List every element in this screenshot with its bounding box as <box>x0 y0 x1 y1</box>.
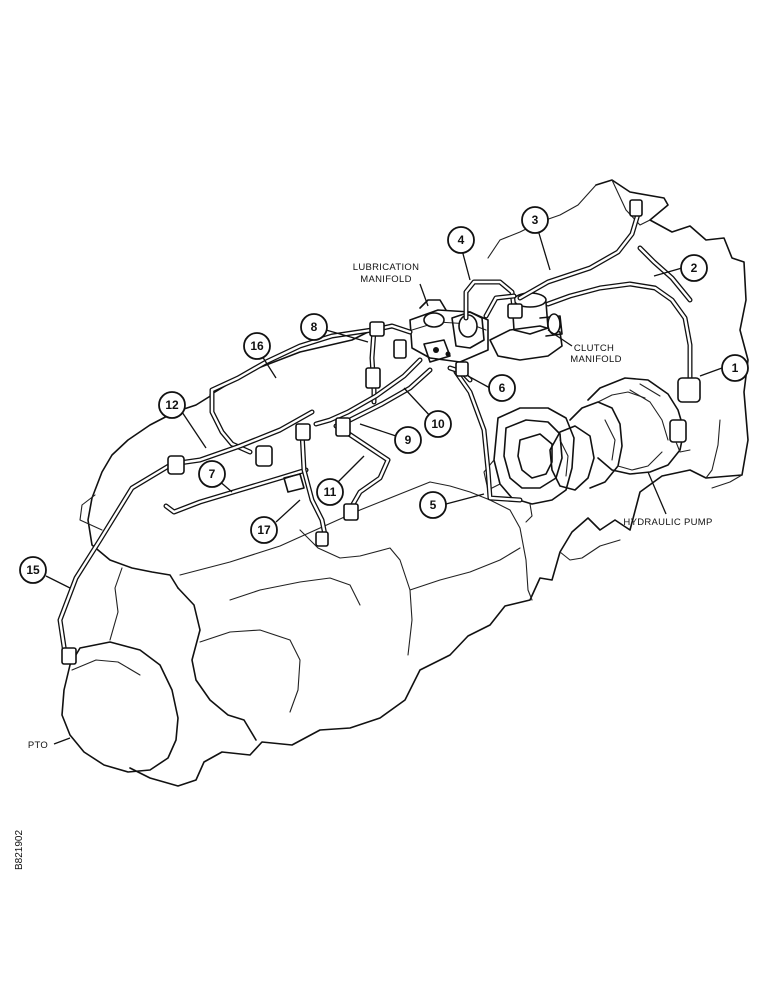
figure-id: B821902 <box>14 830 25 870</box>
callout-1: 1 <box>721 354 749 382</box>
callout-4: 4 <box>447 226 475 254</box>
clutch-manifold-label-line1: CLUTCH <box>574 343 614 354</box>
callout-label-16: 16 <box>250 339 264 353</box>
callout-8: 8 <box>300 313 328 341</box>
callout-label-9: 9 <box>405 433 412 447</box>
fittings <box>61 303 523 665</box>
leader-lines <box>45 229 723 745</box>
lubrication-manifold-label-line1: LUBRICATION <box>353 262 419 273</box>
pto-housing <box>61 641 179 773</box>
callout-6: 6 <box>488 374 516 402</box>
callout-label-2: 2 <box>691 261 698 275</box>
callout-label-6: 6 <box>499 381 506 395</box>
callout-label-8: 8 <box>311 320 318 334</box>
callout-label-17: 17 <box>257 523 271 537</box>
pump-bracket <box>483 407 575 523</box>
pto-label: PTO <box>28 740 48 751</box>
hydraulic-pump-label: HYDRAULIC PUMP <box>623 517 712 528</box>
transmission-housing <box>79 179 749 787</box>
clutch-manifold-label-line2: MANIFOLD <box>570 354 622 365</box>
callout-label-12: 12 <box>165 398 179 412</box>
lubrication-manifold <box>409 299 489 363</box>
callout-label-5: 5 <box>430 498 437 512</box>
lubrication-manifold-label-line2: MANIFOLD <box>360 274 412 285</box>
callout-10: 10 <box>424 410 452 438</box>
callout-16: 16 <box>243 332 271 360</box>
callout-17: 17 <box>250 516 278 544</box>
callout-9: 9 <box>394 426 422 454</box>
callout-7: 7 <box>198 460 226 488</box>
callout-label-4: 4 <box>458 233 465 247</box>
callout-12: 12 <box>158 391 186 419</box>
callout-15: 15 <box>19 556 47 584</box>
callout-3: 3 <box>521 206 549 234</box>
callout-label-15: 15 <box>26 563 40 577</box>
callout-label-7: 7 <box>209 467 216 481</box>
callout-label-10: 10 <box>431 417 445 431</box>
callout-label-3: 3 <box>532 213 539 227</box>
callout-label-1: 1 <box>732 361 739 375</box>
callout-label-11: 11 <box>324 485 337 499</box>
hydraulic-pump <box>549 377 691 491</box>
callout-11: 11 <box>316 478 344 506</box>
callout-2: 2 <box>680 254 708 282</box>
callout-5: 5 <box>419 491 447 519</box>
